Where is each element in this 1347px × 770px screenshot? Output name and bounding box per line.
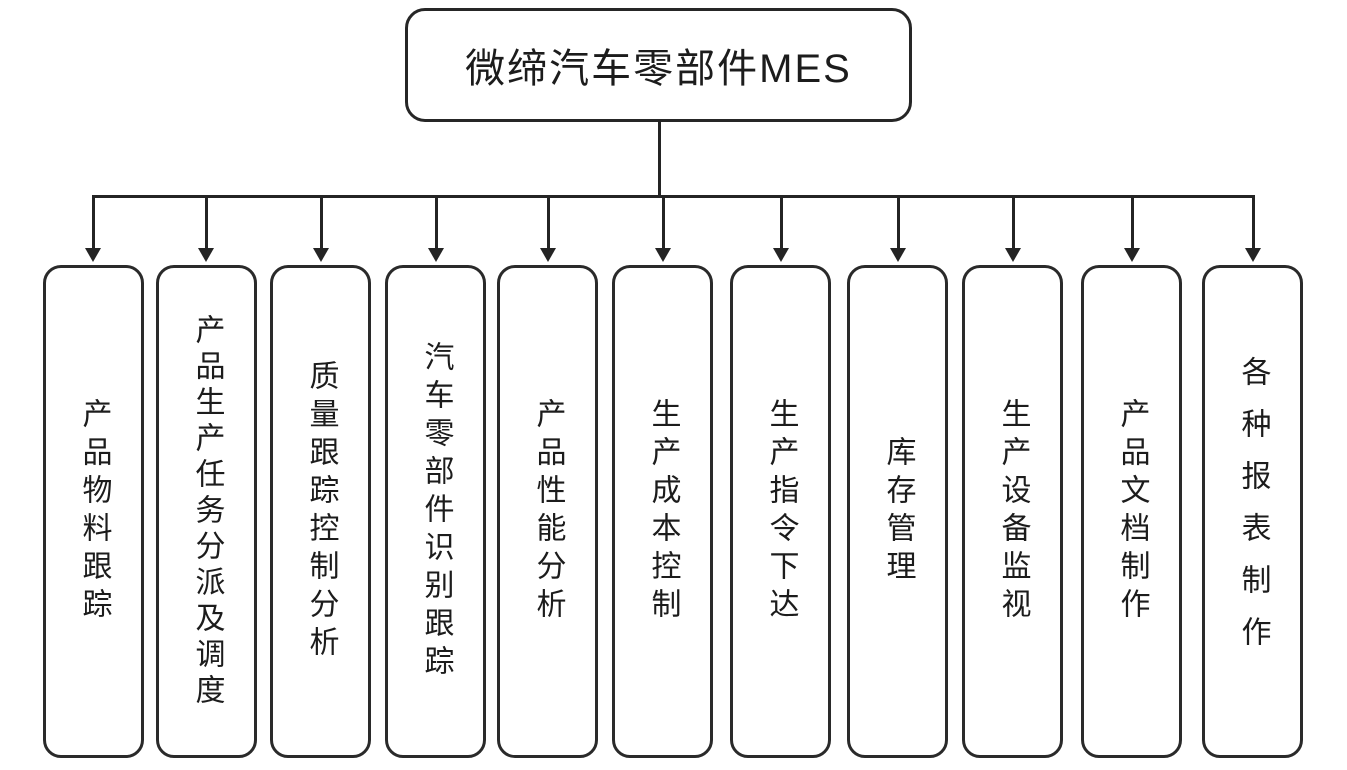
connector-drop [547,196,550,250]
node-various-report-creation: 各种报表制作 [1202,265,1303,758]
node-label: 生产设备监视 [996,397,1030,626]
root-node-label: 微缔汽车零部件MES [465,47,852,91]
connector-drop [320,196,323,250]
node-label: 产品性能分析 [531,397,565,626]
arrow-down-icon [1124,248,1140,262]
node-label: 质量跟踪控制分析 [304,359,338,664]
arrow-down-icon [428,248,444,262]
arrow-down-icon [198,248,214,262]
node-quality-tracking-control-analysis: 质量跟踪控制分析 [270,265,371,758]
node-production-order-issuing: 生产指令下达 [730,265,831,758]
node-inventory-management: 库存管理 [847,265,948,758]
connector-drop [92,196,95,250]
arrow-down-icon [85,248,101,262]
node-product-material-tracking: 产品物料跟踪 [43,265,144,758]
node-production-cost-control: 生产成本控制 [612,265,713,758]
node-label: 生产成本控制 [646,397,680,626]
arrow-down-icon [890,248,906,262]
connector-stem [658,120,661,197]
node-label: 各种报表制作 [1236,355,1270,668]
node-product-performance-analysis: 产品性能分析 [497,265,598,758]
connector-drop [897,196,900,250]
node-auto-parts-identification-tracking: 汽车零部件识别跟踪 [385,265,486,758]
connector-bus [92,195,1255,198]
arrow-down-icon [655,248,671,262]
node-production-equipment-monitoring: 生产设备监视 [962,265,1063,758]
connector-drop [205,196,208,250]
connector-drop [1252,196,1255,250]
arrow-down-icon [1245,248,1261,262]
connector-drop [435,196,438,250]
node-label: 产品生产任务分派及调度 [190,313,224,710]
arrow-down-icon [1005,248,1021,262]
connector-drop [1012,196,1015,250]
node-label: 生产指令下达 [764,397,798,626]
connector-drop [780,196,783,250]
node-label: 库存管理 [881,435,915,588]
connector-drop [1131,196,1134,250]
arrow-down-icon [540,248,556,262]
node-production-task-dispatch-scheduling: 产品生产任务分派及调度 [156,265,257,758]
node-label: 产品物料跟踪 [77,397,111,626]
node-product-document-creation: 产品文档制作 [1081,265,1182,758]
arrow-down-icon [773,248,789,262]
node-label: 产品文档制作 [1115,397,1149,626]
connector-drop [662,196,665,250]
root-node-mes: 微缔汽车零部件MES [405,8,912,122]
node-label: 汽车零部件识别跟踪 [419,340,453,683]
arrow-down-icon [313,248,329,262]
